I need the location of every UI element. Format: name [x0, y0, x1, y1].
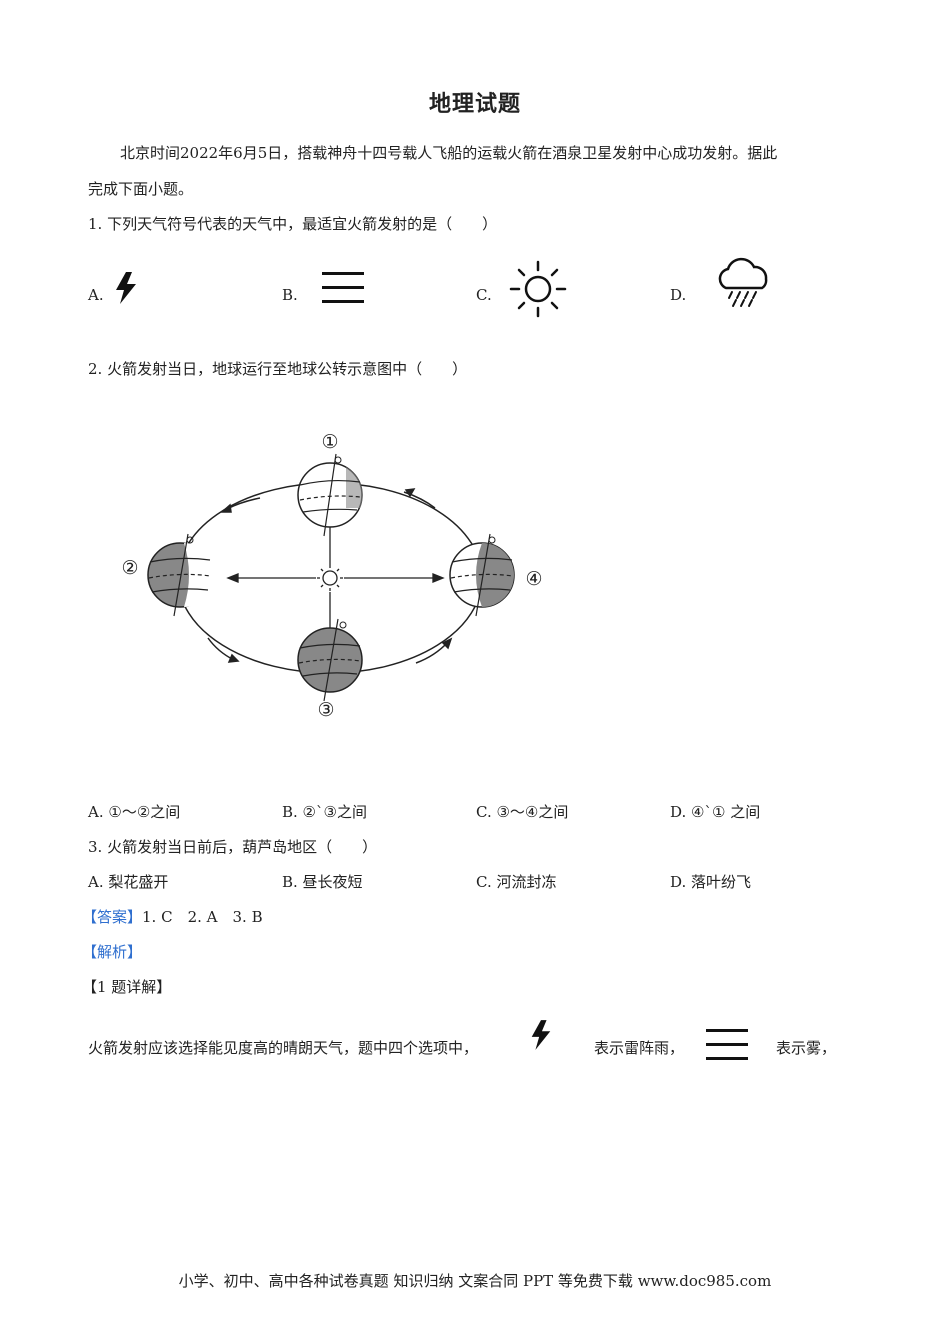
question-3-stem: 3. 火箭发射当日前后，葫芦岛地区（ ）: [88, 838, 378, 856]
lightning-icon: [116, 272, 136, 304]
q1-option-a-label: A.: [88, 286, 104, 304]
sun-center-icon: [317, 565, 343, 591]
answer-text: 1. C 2. A 3. B: [142, 908, 263, 926]
question-1-stem: 1. 下列天气符号代表的天气中，最适宜火箭发射的是（ ）: [88, 215, 498, 233]
q2-option-a: A. ①～②之间: [88, 803, 181, 821]
earth-position-3: [297, 618, 363, 702]
explain-text-2: 表示雷阵雨，: [594, 1039, 685, 1057]
explain-text-3: 表示雾，: [776, 1039, 837, 1057]
explain-text-1: 火箭发射应该选择能见度高的晴朗天气，题中四个选项中，: [88, 1039, 479, 1057]
position-label-4: ④: [525, 568, 542, 590]
q3-option-d: D. 落叶纷飞: [670, 873, 752, 891]
fog-icon: [322, 272, 364, 303]
earth-revolution-diagram: ① ② ③ ④: [121, 431, 542, 721]
question-2-stem: 2. 火箭发射当日，地球运行至地球公转示意图中（ ）: [88, 360, 468, 378]
footer-text: 小学、初中、高中各种试卷真题 知识归纳 文案合同 PPT 等免费下载 www.d…: [178, 1272, 772, 1290]
intro-text-line2: 完成下面小题。: [88, 180, 194, 198]
answer-tag: 【答案】: [82, 908, 143, 926]
rain-cloud-icon: [718, 257, 768, 307]
q1-option-c-label: C.: [476, 286, 492, 304]
detail-tag: 【1 题详解】: [82, 978, 172, 996]
lightning-icon-inline: [531, 1020, 551, 1050]
page-title: 地理试题: [428, 91, 521, 117]
intro-text-line1: 北京时间2022年6月5日，搭载神舟十四号载人飞船的运载火箭在酒泉卫星发射中心成…: [120, 144, 778, 162]
q3-option-c: C. 河流封冻: [476, 873, 557, 891]
q2-option-b: B. ②`③之间: [282, 803, 367, 821]
q2-option-c: C. ③～④之间: [476, 803, 569, 821]
q1-option-b-label: B.: [282, 286, 298, 304]
position-label-3: ③: [317, 699, 334, 721]
earth-position-2: [147, 533, 216, 617]
position-label-2: ②: [121, 557, 138, 579]
q2-option-d: D. ④`① 之间: [670, 803, 761, 821]
fog-icon-inline: [706, 1029, 748, 1060]
answer-line: 【答案】1. C 2. A 3. B: [82, 906, 263, 927]
q1-option-d-label: D.: [670, 286, 687, 304]
position-label-1: ①: [321, 431, 338, 453]
sun-icon: [509, 260, 567, 318]
earth-position-1: [297, 453, 363, 537]
analysis-tag: 【解析】: [82, 943, 143, 961]
q3-option-b: B. 昼长夜短: [282, 873, 363, 891]
q3-option-a: A. 梨花盛开: [88, 873, 169, 891]
earth-position-4: [449, 533, 515, 617]
